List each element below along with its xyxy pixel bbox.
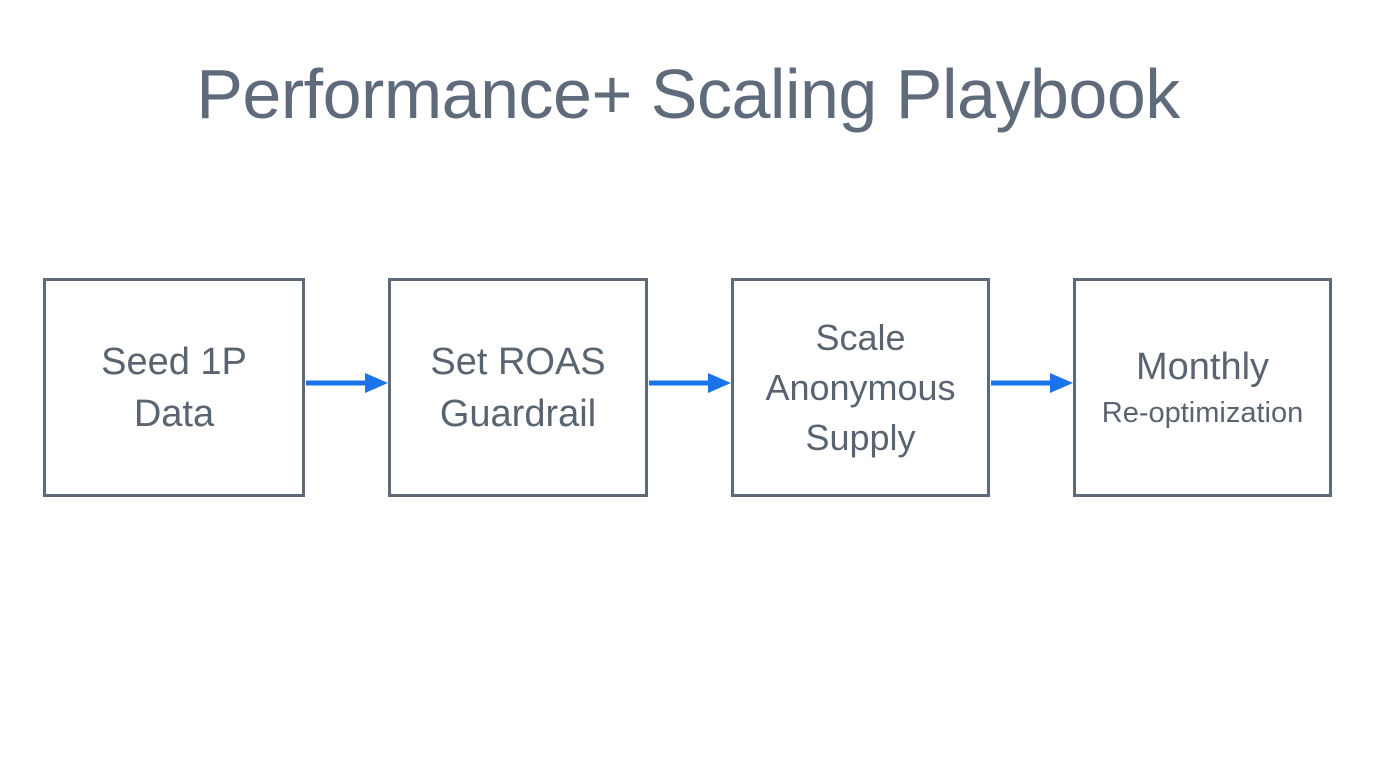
page-title: Performance+ Scaling Playbook <box>196 55 1180 133</box>
flow-node-label-line: Set ROAS <box>430 340 606 383</box>
arrow-right-icon <box>991 370 1073 396</box>
flow-node-label: Monthly Re-optimization <box>1082 342 1323 434</box>
flow-node-label-line: Supply <box>805 416 916 458</box>
flow-node-label-line: Scale <box>815 316 906 358</box>
flow-node-scale-anonymous-supply[interactable]: Scale Anonymous Supply <box>731 278 990 497</box>
flow-node-label-line: Anonymous <box>765 366 956 408</box>
flow-node-label: Set ROAS Guardrail <box>397 336 639 440</box>
flow-diagram: Seed 1P Data Set ROAS Guardrail <box>0 278 1376 498</box>
flow-node-label: Seed 1P Data <box>52 336 296 440</box>
flow-node-label: Scale Anonymous Supply <box>740 313 981 463</box>
flow-node-label-line: Seed 1P <box>101 340 247 383</box>
flow-node-monthly-re-optimization[interactable]: Monthly Re-optimization <box>1073 278 1332 497</box>
flow-node-seed-1p-data[interactable]: Seed 1P Data <box>43 278 305 497</box>
flow-node-label-line: Data <box>133 392 215 435</box>
flow-node-label-line: Re-optimization <box>1101 396 1304 429</box>
flow-node-set-roas-guardrail[interactable]: Set ROAS Guardrail <box>388 278 648 497</box>
arrow-right-icon <box>649 370 731 396</box>
flow-node-label-line: Guardrail <box>439 392 597 435</box>
arrow-right-icon <box>306 370 388 396</box>
flow-node-label-line: Monthly <box>1135 345 1270 388</box>
